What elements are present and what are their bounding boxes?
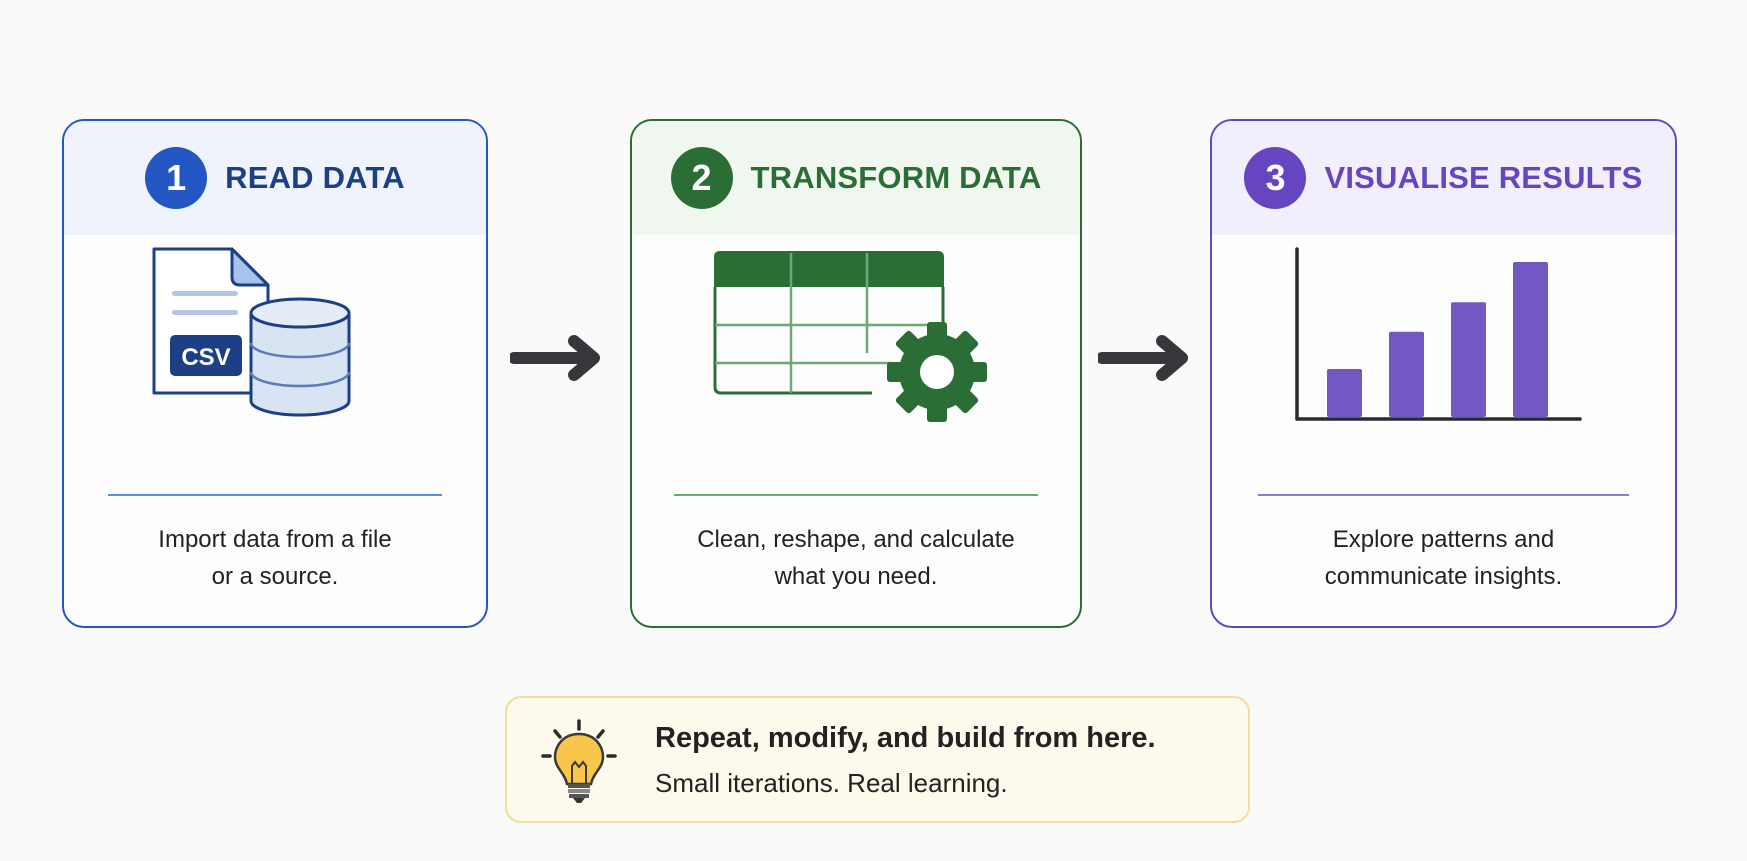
step-title: VISUALISE RESULTS — [1324, 160, 1643, 195]
step-header: 3 VISUALISE RESULTS — [1212, 121, 1675, 235]
tip-callout: Repeat, modify, and build from here. Sma… — [505, 696, 1250, 823]
step-illustration — [632, 241, 1080, 481]
step-description: Clean, reshape, and calculate what you n… — [632, 521, 1080, 595]
callout-subtitle: Small iterations. Real learning. — [655, 768, 1008, 798]
table-gear-icon — [713, 251, 987, 422]
step-title: READ DATA — [225, 160, 405, 195]
step-title: TRANSFORM DATA — [750, 160, 1042, 195]
chart-bar — [1451, 302, 1486, 417]
step-card-transform-data: 2 TRANSFORM DATA — [630, 119, 1082, 628]
callout-title: Repeat, modify, and build from here. — [655, 722, 1156, 754]
step-illustration: CSV — [64, 241, 486, 481]
chart-bar — [1327, 368, 1362, 417]
step-description: Explore patterns and communicate insight… — [1212, 521, 1675, 595]
csv-label-bg — [170, 335, 242, 376]
description-line: Import data from a file — [158, 526, 392, 553]
step-number-badge: 1 — [145, 147, 208, 209]
arrow-right-icon — [510, 335, 600, 381]
step-header: 2 TRANSFORM DATA — [632, 121, 1080, 235]
card-divider — [108, 494, 442, 496]
description-line: or a source. — [211, 563, 339, 590]
table-grid — [713, 251, 945, 395]
bar-chart-icon — [1295, 247, 1582, 421]
csv-label: CSV — [181, 344, 230, 371]
step-card-read-data: 1 READ DATA CSV Import data from a file … — [62, 119, 488, 628]
lightbulb-icon — [541, 719, 617, 803]
arrow-right-icon — [1098, 335, 1188, 381]
database-cylinder — [249, 297, 351, 417]
document-line — [172, 310, 238, 315]
csv-file-database-icon: CSV — [152, 247, 351, 417]
card-divider — [674, 494, 1038, 496]
gear-icon — [887, 322, 987, 422]
chart-bar — [1389, 331, 1424, 417]
card-divider — [1258, 494, 1629, 496]
step-number-badge: 3 — [1244, 147, 1307, 209]
document-fold — [230, 247, 270, 287]
step-card-visualise-results: 3 VISUALISE RESULTS Explore patterns and… — [1210, 119, 1677, 628]
step-description: Import data from a file or a source. — [64, 521, 486, 595]
step-illustration — [1212, 241, 1675, 481]
step-header: 1 READ DATA — [64, 121, 486, 235]
description-line: Explore patterns and — [1332, 526, 1555, 553]
document-line — [172, 291, 238, 296]
step-number-badge: 2 — [670, 147, 733, 209]
description-line: what you need. — [774, 563, 938, 590]
description-line: Clean, reshape, and calculate — [697, 526, 1015, 553]
description-line: communicate insights. — [1324, 563, 1563, 590]
chart-bar — [1513, 262, 1548, 417]
